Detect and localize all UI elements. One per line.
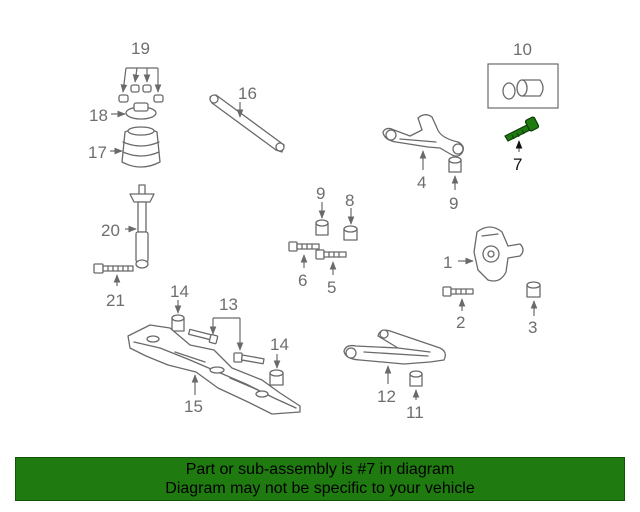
callout-10: 10 (513, 40, 532, 59)
callout-1: 1 (443, 253, 452, 272)
part-9-bushing-right[interactable] (448, 156, 462, 173)
callout-21: 21 (106, 291, 125, 310)
part-5-bolt[interactable] (315, 249, 347, 260)
part-4-upper-arm[interactable] (382, 114, 464, 157)
part-11-bushing[interactable] (409, 370, 423, 387)
part-14-bushing-left[interactable] (171, 314, 185, 332)
part-13-bolts[interactable] (187, 317, 265, 365)
part-21-bolt[interactable] (93, 263, 134, 274)
part-10-bushing-kit[interactable] (487, 63, 559, 109)
part-6-bolt[interactable] (288, 241, 320, 252)
callout-14b: 14 (270, 335, 289, 354)
part-1-knuckle[interactable] (473, 226, 524, 282)
callout-7: 7 (513, 155, 522, 174)
callout-2: 2 (456, 313, 465, 332)
part-15-crossmember[interactable] (127, 324, 301, 415)
callout-19: 19 (131, 39, 150, 58)
callout-9a: 9 (316, 184, 325, 203)
banner-line-2: Diagram may not be specific to your vehi… (165, 480, 475, 497)
part-12-lower-arm[interactable] (343, 329, 446, 365)
part-20-shock-absorber[interactable] (129, 184, 155, 269)
callout-9b: 9 (449, 194, 458, 213)
callout-12: 12 (377, 387, 396, 406)
callout-14a: 14 (170, 282, 189, 301)
banner-line-1: Part or sub-assembly is #7 in diagram (185, 461, 455, 478)
part-2-bolt[interactable] (442, 286, 474, 297)
callout-13: 13 (219, 295, 238, 314)
callout-11: 11 (406, 403, 424, 422)
part-8-bushing[interactable] (343, 225, 358, 241)
part-18-upper-mount[interactable] (125, 102, 157, 120)
callout-6: 6 (298, 271, 307, 290)
callout-3: 3 (528, 318, 537, 337)
callout-4: 4 (417, 173, 426, 192)
part-19-nuts[interactable] (118, 67, 164, 103)
callout-20: 20 (101, 221, 120, 240)
callout-18: 18 (89, 106, 108, 125)
part-16-link[interactable] (209, 94, 285, 153)
info-banner: Part or sub-assembly is #7 in diagram Di… (15, 457, 625, 501)
callout-16: 16 (238, 84, 257, 103)
part-17-air-spring[interactable] (121, 126, 161, 168)
callout-5: 5 (327, 278, 336, 297)
part-3-bushing[interactable] (526, 281, 541, 298)
part-9-bushing-left[interactable] (315, 219, 329, 236)
part-7-bolt-highlighted[interactable] (504, 116, 540, 142)
callout-17: 17 (88, 143, 107, 162)
part-14-bushing-right[interactable] (269, 369, 284, 386)
callout-15: 15 (184, 397, 203, 416)
callout-8: 8 (345, 191, 354, 210)
